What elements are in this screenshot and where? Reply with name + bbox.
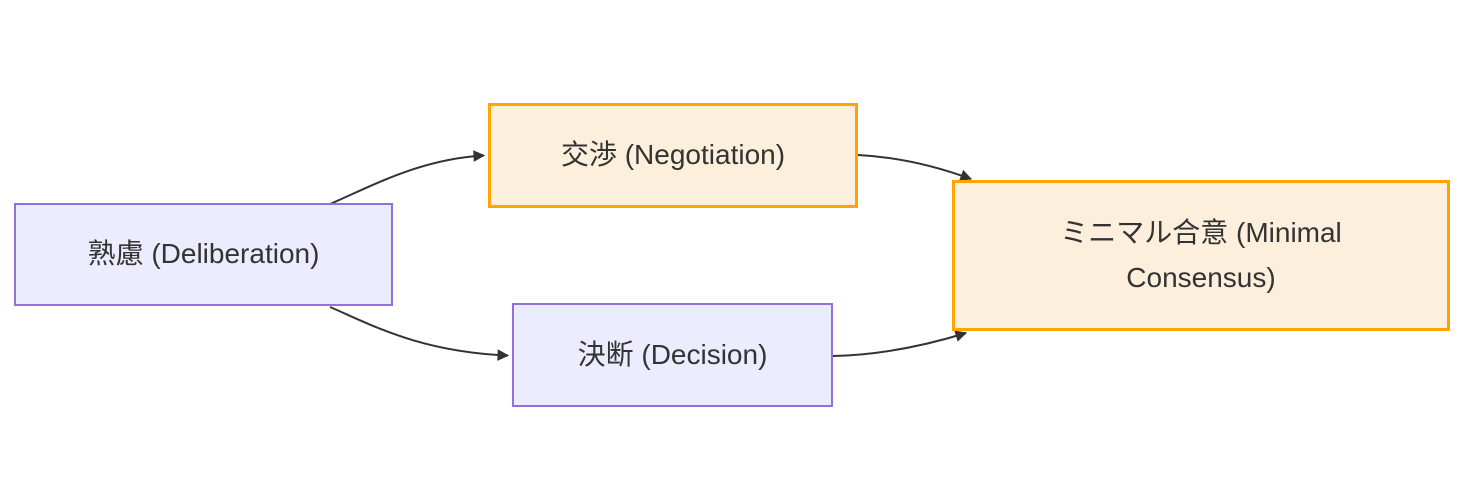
edge-deliberation-to-negotiation bbox=[329, 150, 486, 205]
edge-decision-to-minimal-consensus bbox=[832, 330, 968, 357]
node-deliberation-label: 熟慮 (Deliberation) bbox=[87, 238, 320, 270]
node-negotiation: 交渉 (Negotiation) bbox=[488, 103, 858, 208]
node-decision: 決断 (Decision) bbox=[512, 303, 833, 407]
node-decision-label: 決断 (Decision) bbox=[577, 338, 768, 370]
node-minimal-consensus-label: ミニマル合意 (Minimal Consensus) bbox=[1060, 211, 1342, 301]
edge-deliberation-to-decision bbox=[329, 306, 510, 361]
node-minimal-consensus-line2: Consensus) bbox=[1126, 261, 1276, 293]
node-minimal-consensus-line1: ミニマル合意 (Minimal bbox=[1060, 216, 1342, 248]
edge-negotiation-to-minimal-consensus bbox=[857, 154, 973, 181]
node-minimal-consensus: ミニマル合意 (Minimal Consensus) bbox=[952, 180, 1450, 331]
node-negotiation-label: 交渉 (Negotiation) bbox=[560, 139, 786, 171]
node-deliberation: 熟慮 (Deliberation) bbox=[14, 203, 393, 306]
